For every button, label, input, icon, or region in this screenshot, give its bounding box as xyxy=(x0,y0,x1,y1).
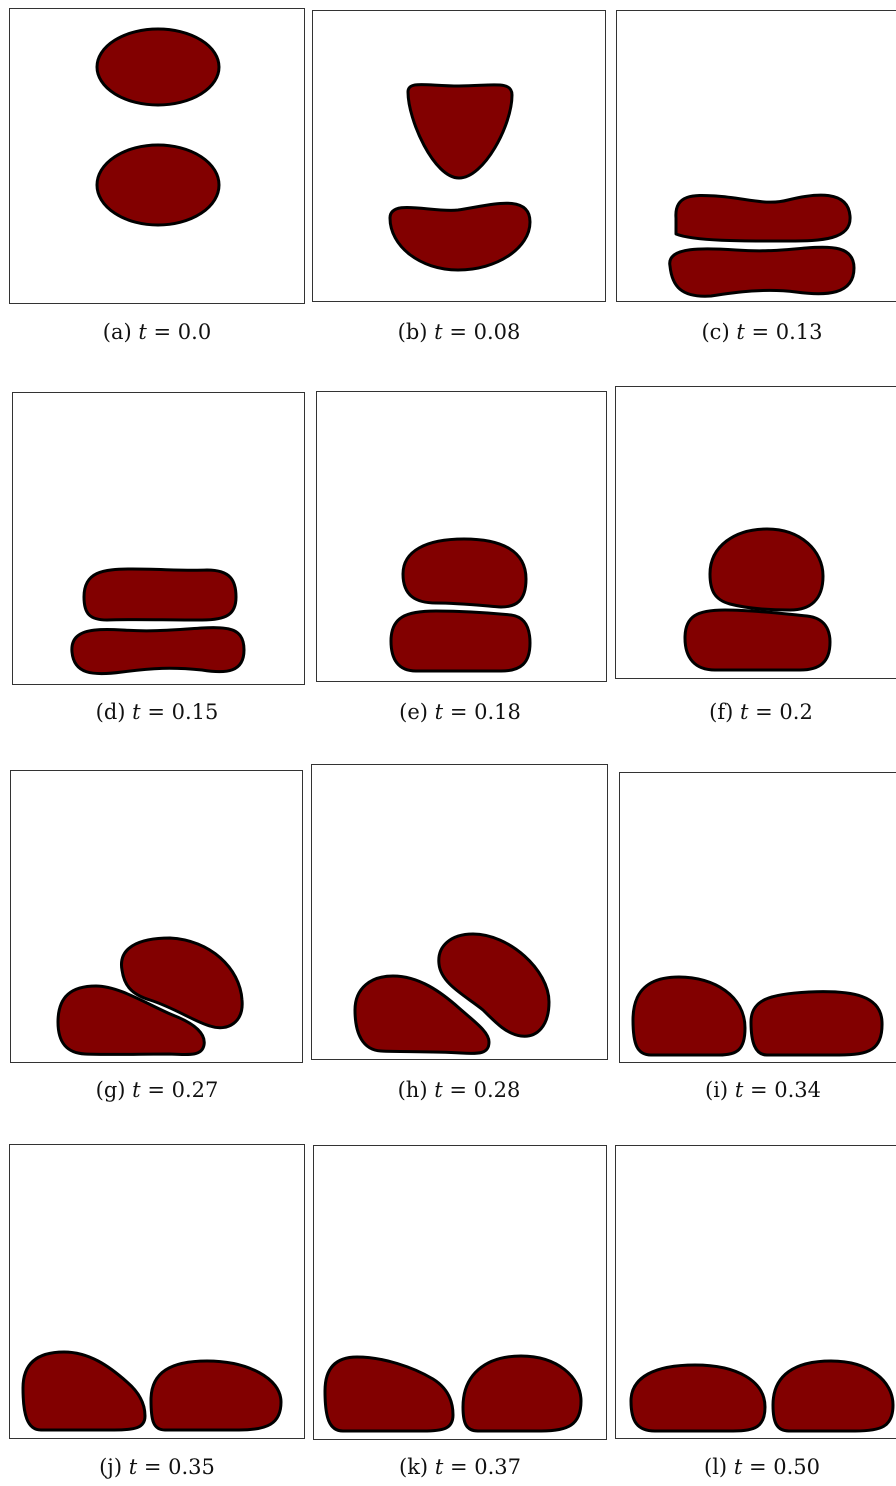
frame-a xyxy=(9,8,305,304)
frame-i xyxy=(619,772,896,1063)
frame-g xyxy=(10,770,303,1063)
caption-var: t xyxy=(435,1455,443,1479)
droplet-lower xyxy=(670,247,854,296)
caption-label: (g) xyxy=(96,1078,126,1102)
frame-j xyxy=(9,1144,305,1439)
droplet-right xyxy=(751,992,882,1055)
caption-label: (c) xyxy=(701,320,729,344)
caption-a: (a) t = 0.0 xyxy=(11,320,303,344)
frame-b xyxy=(312,10,606,302)
drops-l xyxy=(615,1145,896,1439)
droplet-upper xyxy=(676,195,850,241)
caption-value: = 0.37 xyxy=(450,1455,521,1479)
caption-var: t xyxy=(434,1078,442,1102)
drops-g xyxy=(10,770,303,1063)
frame-d xyxy=(12,392,305,685)
droplet-lower xyxy=(97,145,219,225)
caption-var: t xyxy=(132,1078,140,1102)
drops-f xyxy=(615,386,896,679)
caption-label: (k) xyxy=(399,1455,428,1479)
caption-label: (l) xyxy=(704,1455,727,1479)
caption-value: = 0.35 xyxy=(144,1455,215,1479)
drops-d xyxy=(12,392,305,685)
caption-l: (l) t = 0.50 xyxy=(616,1455,896,1479)
caption-label: (i) xyxy=(705,1078,728,1102)
caption-i: (i) t = 0.34 xyxy=(617,1078,896,1102)
caption-label: (j) xyxy=(99,1455,122,1479)
frame-e xyxy=(316,391,607,682)
drops-h xyxy=(311,764,608,1060)
drops-a xyxy=(9,8,305,304)
droplet-lower xyxy=(685,610,830,670)
droplet-lower xyxy=(391,611,530,671)
caption-label: (a) xyxy=(103,320,132,344)
frame-l xyxy=(615,1145,896,1439)
droplet-upper xyxy=(710,529,823,610)
caption-h: (h) t = 0.28 xyxy=(313,1078,605,1102)
caption-label: (e) xyxy=(399,700,428,724)
caption-k: (k) t = 0.37 xyxy=(314,1455,606,1479)
drops-b xyxy=(312,10,606,302)
drops-j xyxy=(9,1144,305,1439)
caption-var: t xyxy=(129,1455,137,1479)
caption-value: = 0.50 xyxy=(749,1455,820,1479)
frame-f xyxy=(615,386,896,679)
caption-var: t xyxy=(740,700,748,724)
droplet-upper xyxy=(84,569,236,620)
caption-var: t xyxy=(734,1455,742,1479)
caption-value: = 0.15 xyxy=(147,700,218,724)
drops-e xyxy=(316,391,607,682)
droplet-lower xyxy=(72,628,244,674)
caption-f: (f) t = 0.2 xyxy=(615,700,896,724)
frame-c xyxy=(616,10,896,302)
caption-value: = 0.0 xyxy=(154,320,212,344)
frame-k xyxy=(313,1145,607,1440)
caption-var: t xyxy=(132,700,140,724)
caption-value: = 0.13 xyxy=(751,320,822,344)
caption-value: = 0.34 xyxy=(750,1078,821,1102)
drops-k xyxy=(313,1145,607,1440)
caption-g: (g) t = 0.27 xyxy=(11,1078,303,1102)
caption-label: (d) xyxy=(96,700,126,724)
droplet-upper xyxy=(97,29,219,105)
drops-i xyxy=(619,772,896,1063)
caption-b: (b) t = 0.08 xyxy=(313,320,605,344)
caption-var: t xyxy=(736,320,744,344)
frame-h xyxy=(311,764,608,1060)
caption-label: (h) xyxy=(398,1078,428,1102)
caption-value: = 0.28 xyxy=(449,1078,520,1102)
caption-var: t xyxy=(434,320,442,344)
caption-e: (e) t = 0.18 xyxy=(314,700,606,724)
drops-c xyxy=(616,10,896,302)
droplet-right xyxy=(463,1356,581,1431)
caption-value: = 0.2 xyxy=(755,700,813,724)
caption-c: (c) t = 0.13 xyxy=(616,320,896,344)
caption-value: = 0.18 xyxy=(450,700,521,724)
droplet-upper xyxy=(403,539,526,607)
caption-var: t xyxy=(138,320,146,344)
droplet-right xyxy=(773,1361,893,1431)
caption-value: = 0.27 xyxy=(147,1078,218,1102)
caption-var: t xyxy=(735,1078,743,1102)
caption-label: (b) xyxy=(398,320,428,344)
caption-j: (j) t = 0.35 xyxy=(11,1455,303,1479)
caption-d: (d) t = 0.15 xyxy=(11,700,303,724)
caption-label: (f) xyxy=(709,700,733,724)
caption-value: = 0.08 xyxy=(449,320,520,344)
droplet-left xyxy=(631,1365,765,1431)
caption-var: t xyxy=(435,700,443,724)
